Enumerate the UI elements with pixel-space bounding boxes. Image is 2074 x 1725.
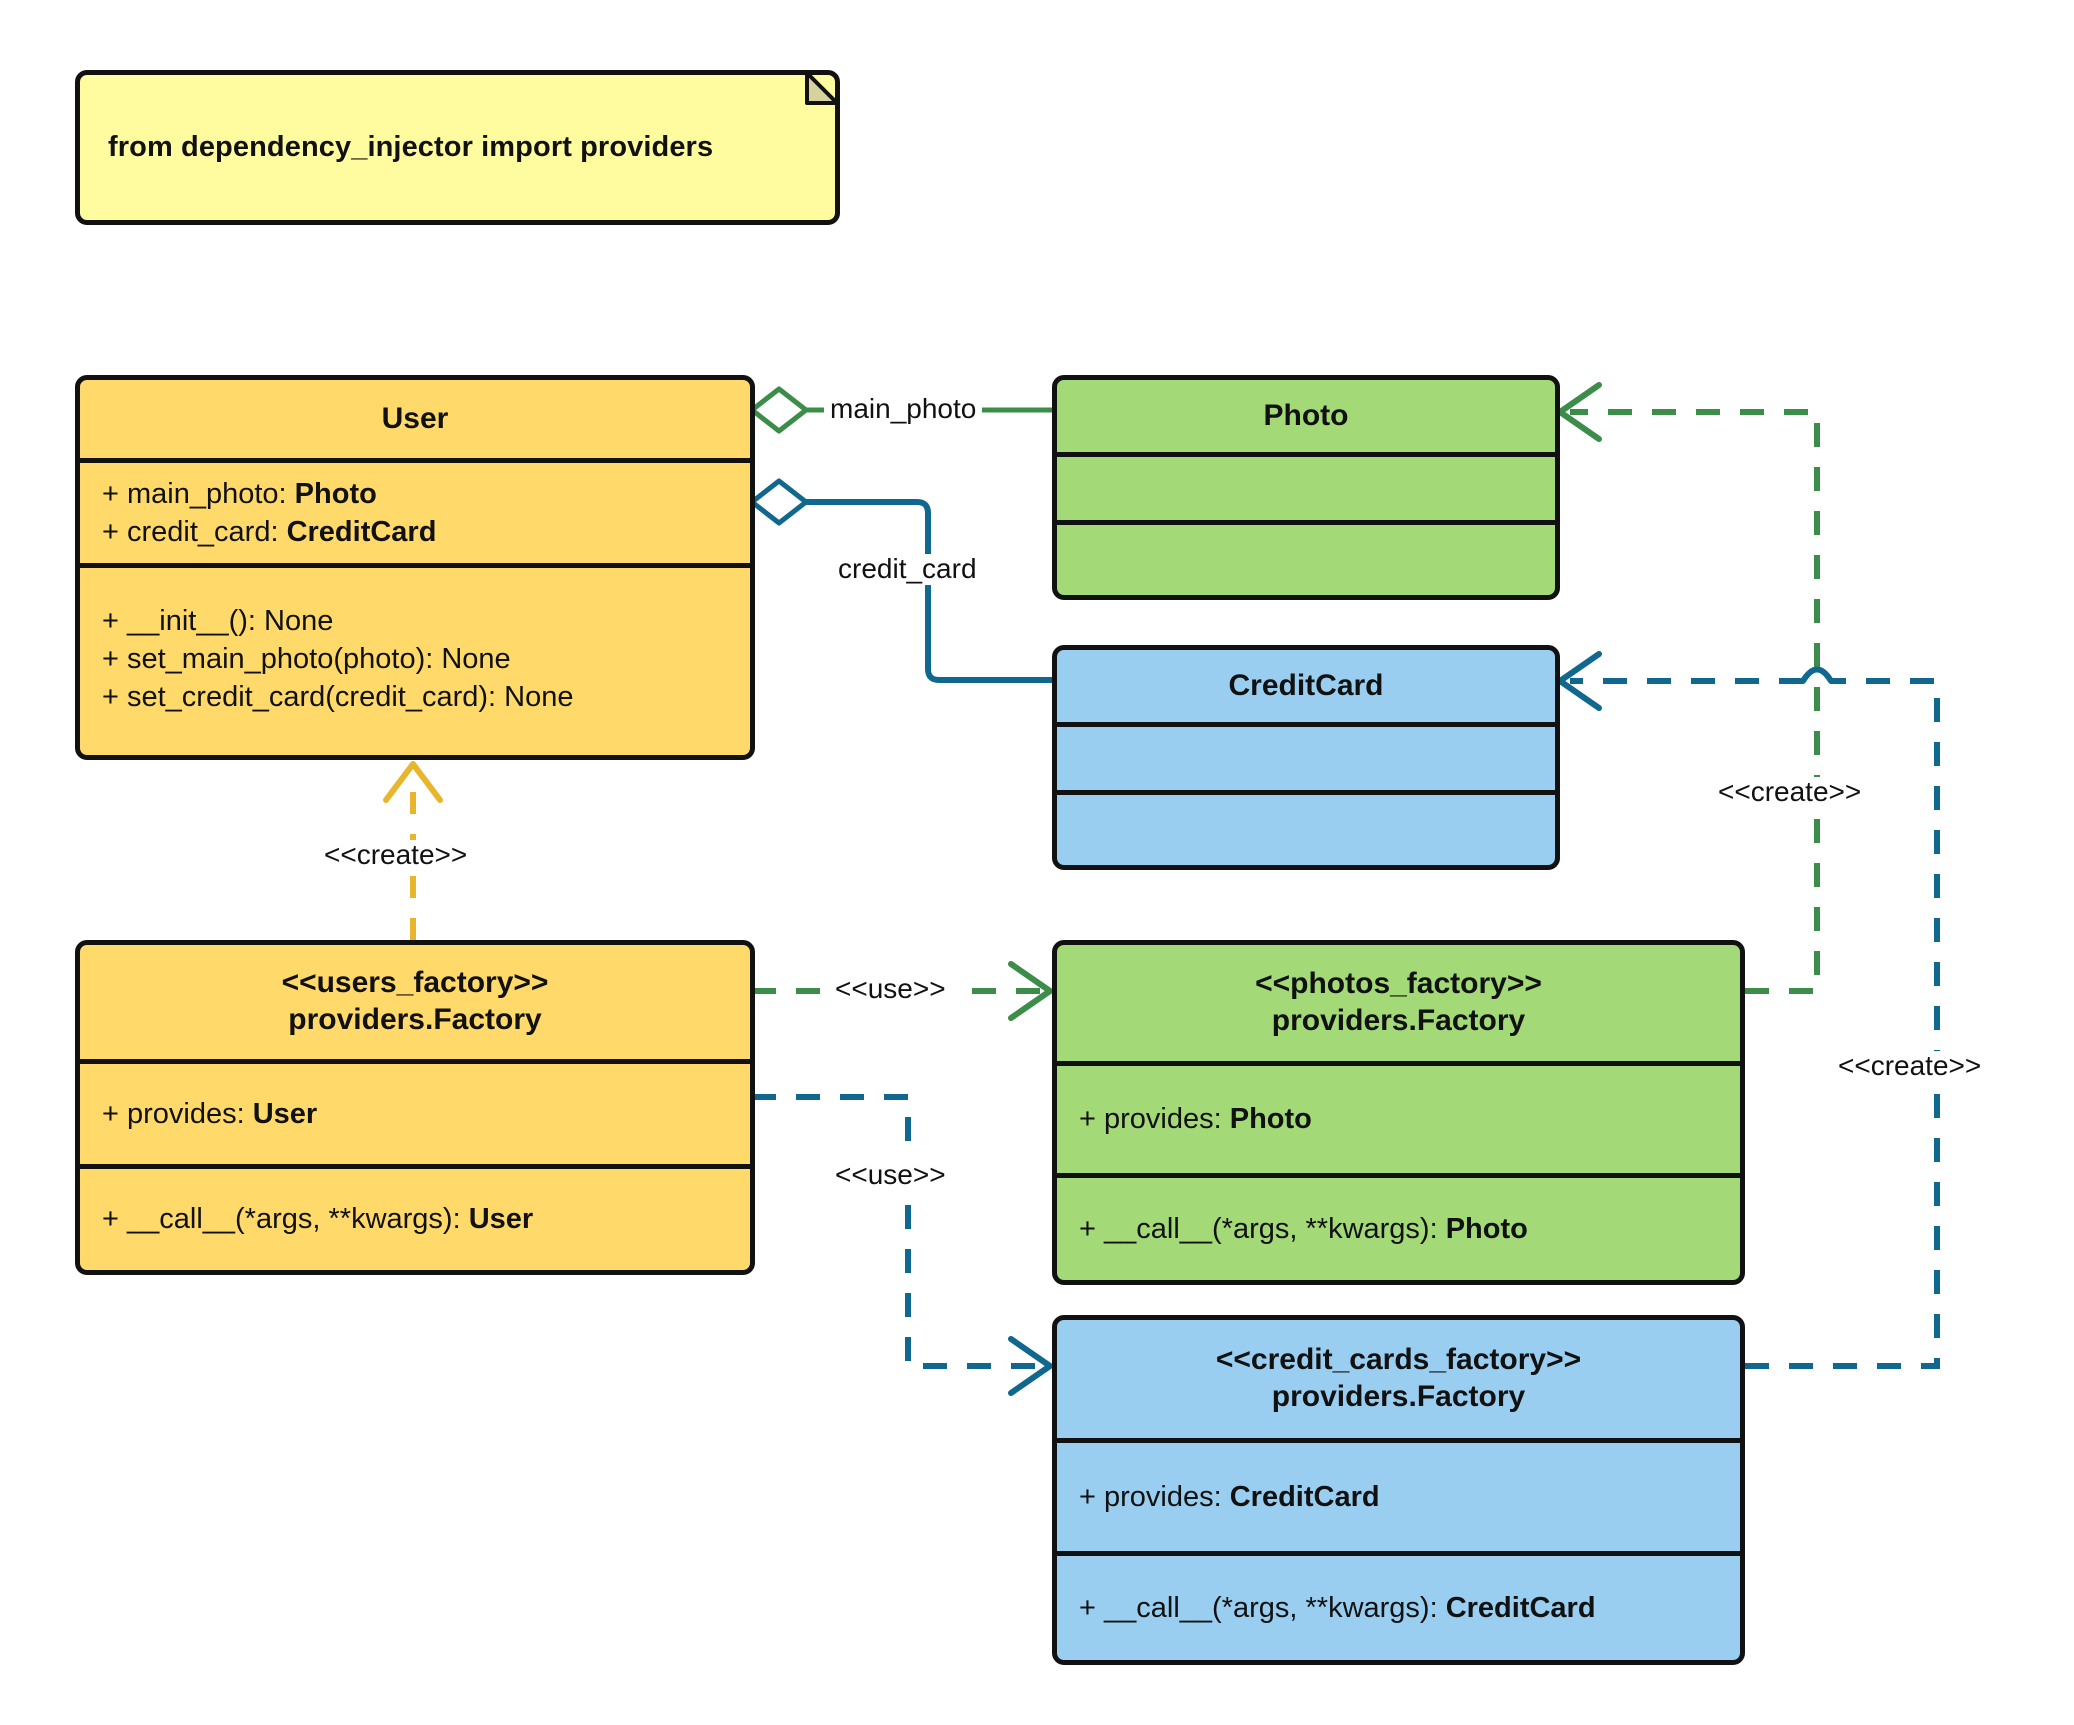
credit-cards-factory-class-name: providers.Factory (1271, 1380, 1526, 1413)
class-box-credit-cards-factory[interactable]: <<credit_cards_factory>> providers.Facto… (1052, 1315, 1745, 1665)
user-class-name: User (381, 401, 449, 435)
creditcard-methods-section (1057, 790, 1555, 860)
user-attr-1-prefix: + credit_card: (102, 516, 287, 548)
photos-factory-method: + __call__(*args, **kwargs): Photo (1057, 1210, 1740, 1248)
credit-cards-factory-attr-type: CreditCard (1229, 1480, 1380, 1513)
users-factory-attr-prefix: + provides: (102, 1097, 253, 1130)
users-factory-method-prefix: + __call__(*args, **kwargs): (102, 1203, 469, 1236)
photos-factory-methods-section: + __call__(*args, **kwargs): Photo (1057, 1173, 1740, 1280)
class-box-user[interactable]: User + main_photo: Photo + credit_card: … (75, 375, 755, 760)
note-fold-corner-icon (805, 71, 839, 105)
note-text: from dependency_injector import provider… (108, 131, 714, 163)
creditcard-attributes-section (1057, 722, 1555, 790)
credit-cards-factory-method: + __call__(*args, **kwargs): CreditCard (1057, 1589, 1740, 1627)
note-import-statement: from dependency_injector import provider… (75, 70, 840, 225)
user-attributes-section: + main_photo: Photo + credit_card: Credi… (80, 458, 750, 563)
credit-cards-factory-method-prefix: + __call__(*args, **kwargs): (1079, 1591, 1446, 1624)
users-factory-stereotype: <<users_factory>> (281, 966, 549, 1000)
users-factory-attribute: + provides: User (80, 1095, 750, 1133)
user-title-section: User (80, 380, 750, 458)
photo-attributes-section (1057, 452, 1555, 520)
photos-factory-attr-prefix: + provides: (1079, 1103, 1230, 1136)
photos-factory-stereotype: <<photos_factory>> (1255, 967, 1542, 1001)
users-factory-title-section: <<users_factory>> providers.Factory (80, 945, 750, 1059)
edge-label-use-photos-factory: <<use>> (829, 973, 952, 1005)
credit-cards-factory-stereotype: <<credit_cards_factory>> (1215, 1343, 1582, 1377)
photos-factory-method-prefix: + __call__(*args, **kwargs): (1079, 1212, 1446, 1245)
photos-factory-attribute: + provides: Photo (1057, 1100, 1740, 1138)
edge-create-photo (1557, 382, 1820, 994)
users-factory-attr-type: User (252, 1097, 318, 1130)
photo-class-name: Photo (1263, 398, 1349, 432)
edge-label-create-photo: <<create>> (1712, 776, 1868, 808)
credit-cards-factory-method-type: CreditCard (1445, 1591, 1596, 1624)
user-methods-section: + __init__(): None + set_main_photo(phot… (80, 563, 750, 750)
edge-label-main-photo: main_photo (824, 393, 983, 425)
class-box-creditcard[interactable]: CreditCard (1052, 645, 1560, 870)
user-method: + __init__(): None (102, 604, 334, 637)
photo-methods-section (1057, 520, 1555, 590)
users-factory-method: + __call__(*args, **kwargs): User (80, 1200, 750, 1238)
photo-title-section: Photo (1057, 380, 1555, 452)
class-box-users-factory[interactable]: <<users_factory>> providers.Factory + pr… (75, 940, 755, 1275)
photos-factory-class-name: providers.Factory (1271, 1004, 1526, 1037)
edge-label-create-credit-card: <<create>> (1832, 1050, 1988, 1082)
user-method: + set_credit_card(credit_card): None (102, 681, 574, 714)
photos-factory-title-section: <<photos_factory>> providers.Factory (1057, 945, 1740, 1061)
users-factory-methods-section: + __call__(*args, **kwargs): User (80, 1164, 750, 1270)
edge-label-use-credit-cards-factory: <<use>> (829, 1159, 952, 1191)
edge-use-credit-cards-factory (752, 1094, 1053, 1396)
user-attribute: + credit_card: CreditCard (80, 513, 750, 551)
edge-label-create-user: <<create>> (318, 839, 474, 871)
edge-label-credit-card: credit_card (832, 553, 983, 585)
credit-cards-factory-attributes-section: + provides: CreditCard (1057, 1438, 1740, 1551)
credit-cards-factory-title-section: <<credit_cards_factory>> providers.Facto… (1057, 1320, 1740, 1438)
users-factory-method-type: User (468, 1203, 534, 1236)
photos-factory-attributes-section: + provides: Photo (1057, 1061, 1740, 1173)
credit-cards-factory-attribute: + provides: CreditCard (1057, 1478, 1740, 1516)
credit-cards-factory-methods-section: + __call__(*args, **kwargs): CreditCard (1057, 1551, 1740, 1660)
credit-cards-factory-attr-prefix: + provides: (1079, 1480, 1230, 1513)
class-box-photo[interactable]: Photo (1052, 375, 1560, 600)
user-attribute: + main_photo: Photo (80, 475, 750, 513)
creditcard-title-section: CreditCard (1057, 650, 1555, 722)
user-attr-0-prefix: + main_photo: (102, 477, 295, 510)
photos-factory-method-type: Photo (1445, 1212, 1528, 1245)
users-factory-attributes-section: + provides: User (80, 1059, 750, 1164)
class-box-photos-factory[interactable]: <<photos_factory>> providers.Factory + p… (1052, 940, 1745, 1285)
users-factory-class-name: providers.Factory (288, 1003, 542, 1036)
user-method: + set_main_photo(photo): None (102, 642, 511, 675)
photos-factory-attr-type: Photo (1229, 1103, 1312, 1136)
user-attr-1-type: CreditCard (286, 516, 437, 548)
user-attr-0-type: Photo (294, 477, 377, 510)
creditcard-class-name: CreditCard (1228, 668, 1384, 702)
